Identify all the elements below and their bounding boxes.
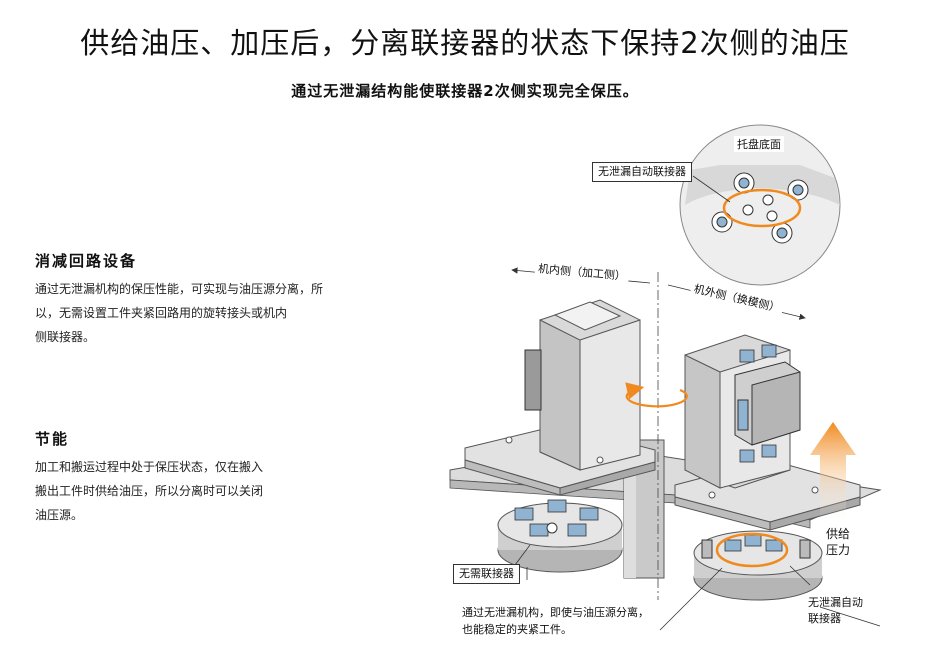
highlight-ellipse bbox=[722, 188, 802, 228]
page-title: 供给油压、加压后，分离联接器的状态下保持2次侧的油压 bbox=[80, 26, 850, 60]
highlight-ellipse bbox=[715, 532, 789, 568]
rotation-arrow-icon bbox=[625, 382, 688, 408]
left-fixture bbox=[464, 299, 656, 496]
coupler-icon bbox=[765, 539, 783, 552]
auto-coupler-bottom-label-line1: 无泄漏自动 bbox=[808, 596, 863, 609]
clamp-icon bbox=[761, 444, 777, 458]
pallet-bottom-label: 托盘底面 bbox=[734, 136, 784, 152]
clamp-icon bbox=[547, 499, 567, 513]
no-coupler-label: 无需联接器 bbox=[453, 564, 520, 584]
coupler-icon bbox=[787, 179, 809, 201]
left-rotary-base bbox=[497, 499, 623, 573]
right-fixture bbox=[674, 334, 861, 531]
supply-pressure-label-line1: 供给 bbox=[826, 527, 851, 541]
coupler-icon bbox=[711, 211, 733, 233]
clamp-icon bbox=[514, 507, 534, 521]
page-subtitle: 通过无泄漏结构能使联接器2次侧实现完全保压。 bbox=[291, 82, 639, 100]
note-line-2: 也能稳定的夹紧工件。 bbox=[462, 623, 572, 636]
note-line-1: 通过无泄漏机构，即使与油压源分离， bbox=[462, 606, 649, 619]
supply-pressure-arrow-icon bbox=[810, 422, 856, 525]
clamp-icon bbox=[579, 507, 599, 521]
section-body-energy-saving: 加工和搬运过程中处于保压状态，仅在搬入 搬出工件时供给油压，所以分离时可以关闭 … bbox=[35, 460, 264, 522]
coupler-icon bbox=[744, 534, 762, 547]
clamp-icon bbox=[761, 344, 777, 358]
coupler-icon bbox=[771, 222, 793, 244]
clamp-icon bbox=[739, 349, 755, 363]
right-rotary-base bbox=[693, 530, 823, 601]
section-body-circuit-reduction: 通过无泄漏机构的保压性能，可实现与油压源分离，所 以，无需设置工件夹紧回路用的旋… bbox=[35, 282, 324, 344]
clamp-icon bbox=[567, 523, 587, 537]
clamp-icon bbox=[739, 449, 755, 463]
auto-coupler-bottom-label-line2: 联接器 bbox=[808, 612, 841, 625]
auto-coupler-top-label: 无泄漏自动联接器 bbox=[592, 162, 692, 182]
coupler-icon bbox=[724, 539, 742, 552]
section-heading-circuit-reduction: 消减回路设备 bbox=[35, 252, 138, 270]
clamp-icon bbox=[529, 523, 549, 537]
supply-pressure-label-line2: 压力 bbox=[826, 543, 851, 557]
pallet-bottom-inset bbox=[679, 124, 841, 286]
section-heading-energy-saving: 节能 bbox=[35, 430, 70, 448]
